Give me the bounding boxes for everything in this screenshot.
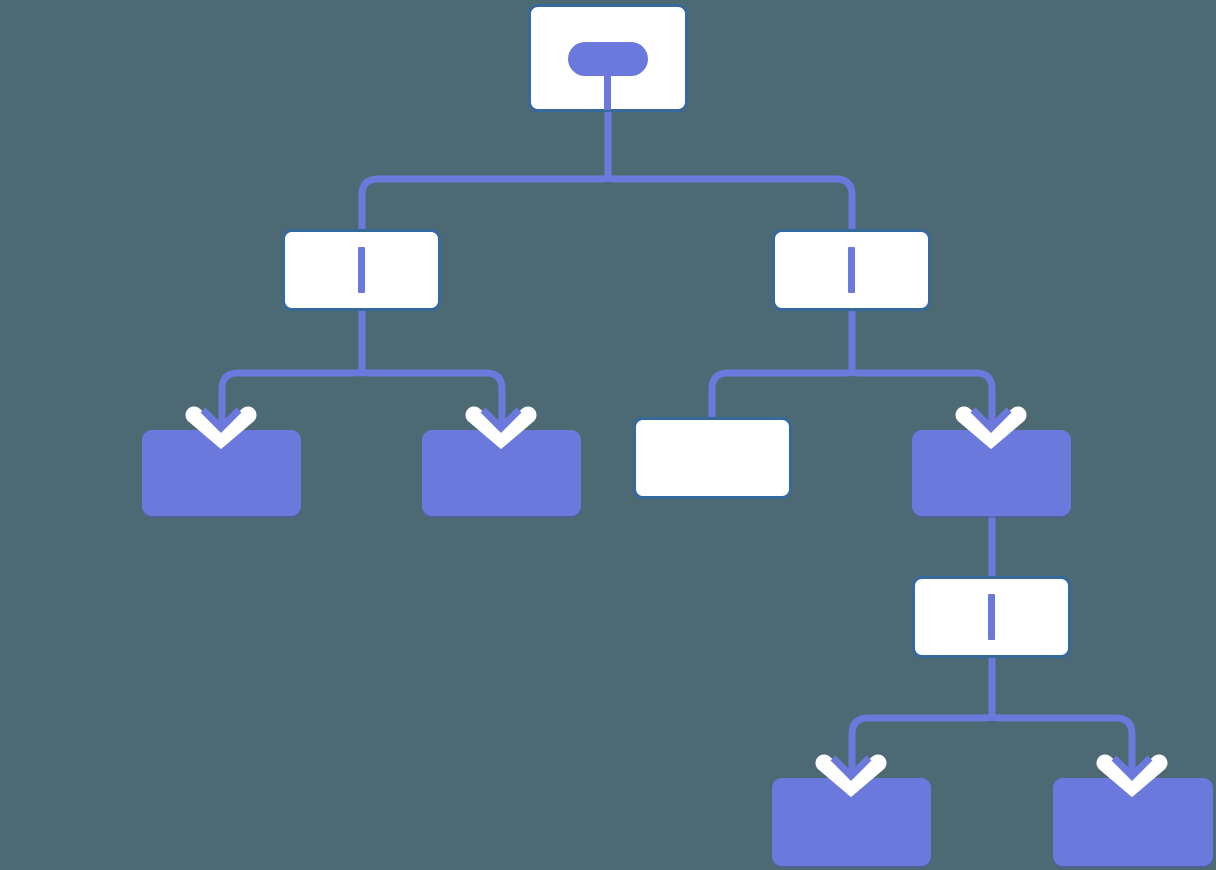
level2-node-b[interactable] [422,430,581,516]
level1-right-node[interactable] [772,229,931,311]
level2-node-a[interactable] [142,430,301,516]
level2-node-c[interactable] [633,417,792,499]
level2-node-d[interactable] [912,430,1071,516]
node-connector-stub [988,594,995,640]
node-connector-stub [358,247,365,293]
level4-node-b[interactable] [1053,778,1213,866]
node-connector-stub [604,62,611,110]
node-connector-stub [848,247,855,293]
level4-node-a[interactable] [772,778,931,866]
